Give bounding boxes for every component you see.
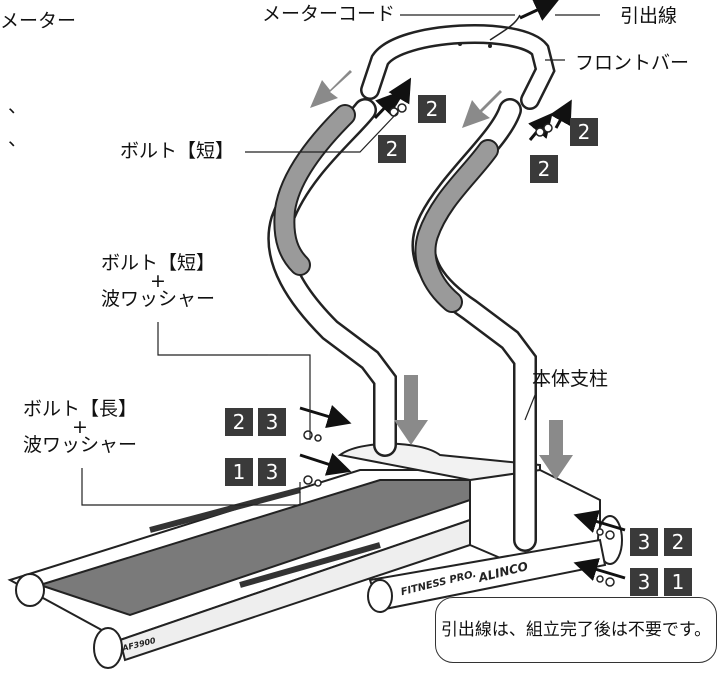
washer-text: 波ワッシャー [22,434,137,456]
step-badge: 3 [630,568,658,596]
meter-label-cut: メーター [0,10,77,32]
step-badge: 2 [418,95,446,123]
step-badge: 2 [225,408,253,436]
lead-wire-label: 引出線 [620,5,678,27]
front-bar [360,23,556,110]
meter-cord [489,14,521,41]
bolt-long-washer-label: ボルト【長】 + 波ワッシャー [10,398,150,456]
front-bar-label: フロントバー [575,52,690,74]
main-post-label: 本体支柱 [532,368,609,390]
step-badge: 1 [225,458,253,486]
comma-mark-1: 、 [8,95,28,117]
washer-text: 波ワッシャー [100,288,215,310]
leader-lines [81,14,600,506]
step-badge: 2 [664,528,692,556]
bolt-short-label-top: ボルト【短】 [120,140,235,162]
plus-sign: + [72,416,88,438]
step-badge: 3 [258,458,286,486]
bolts [303,103,615,587]
step-badge: 3 [630,528,658,556]
note-box: 引出線は、組立完了後は不要です。 [435,597,717,663]
plus-sign: + [150,270,166,292]
bolt-short-washer-label: ボルト【短】 + 波ワッシャー [88,252,228,310]
meter-cord-label: メーターコード [262,3,396,25]
left-post [267,98,397,457]
bolt-short-text: ボルト【短】 [100,252,215,274]
step-badge: 2 [378,135,406,163]
step-badge: 1 [664,568,692,596]
step-badge: 2 [570,118,598,146]
comma-mark-2: 、 [8,128,28,150]
right-post [411,98,537,552]
step-badge: 3 [258,408,286,436]
bolt-long-text: ボルト【長】 [22,398,137,420]
step-badge: 2 [530,155,558,183]
gray-arrows [310,70,573,480]
